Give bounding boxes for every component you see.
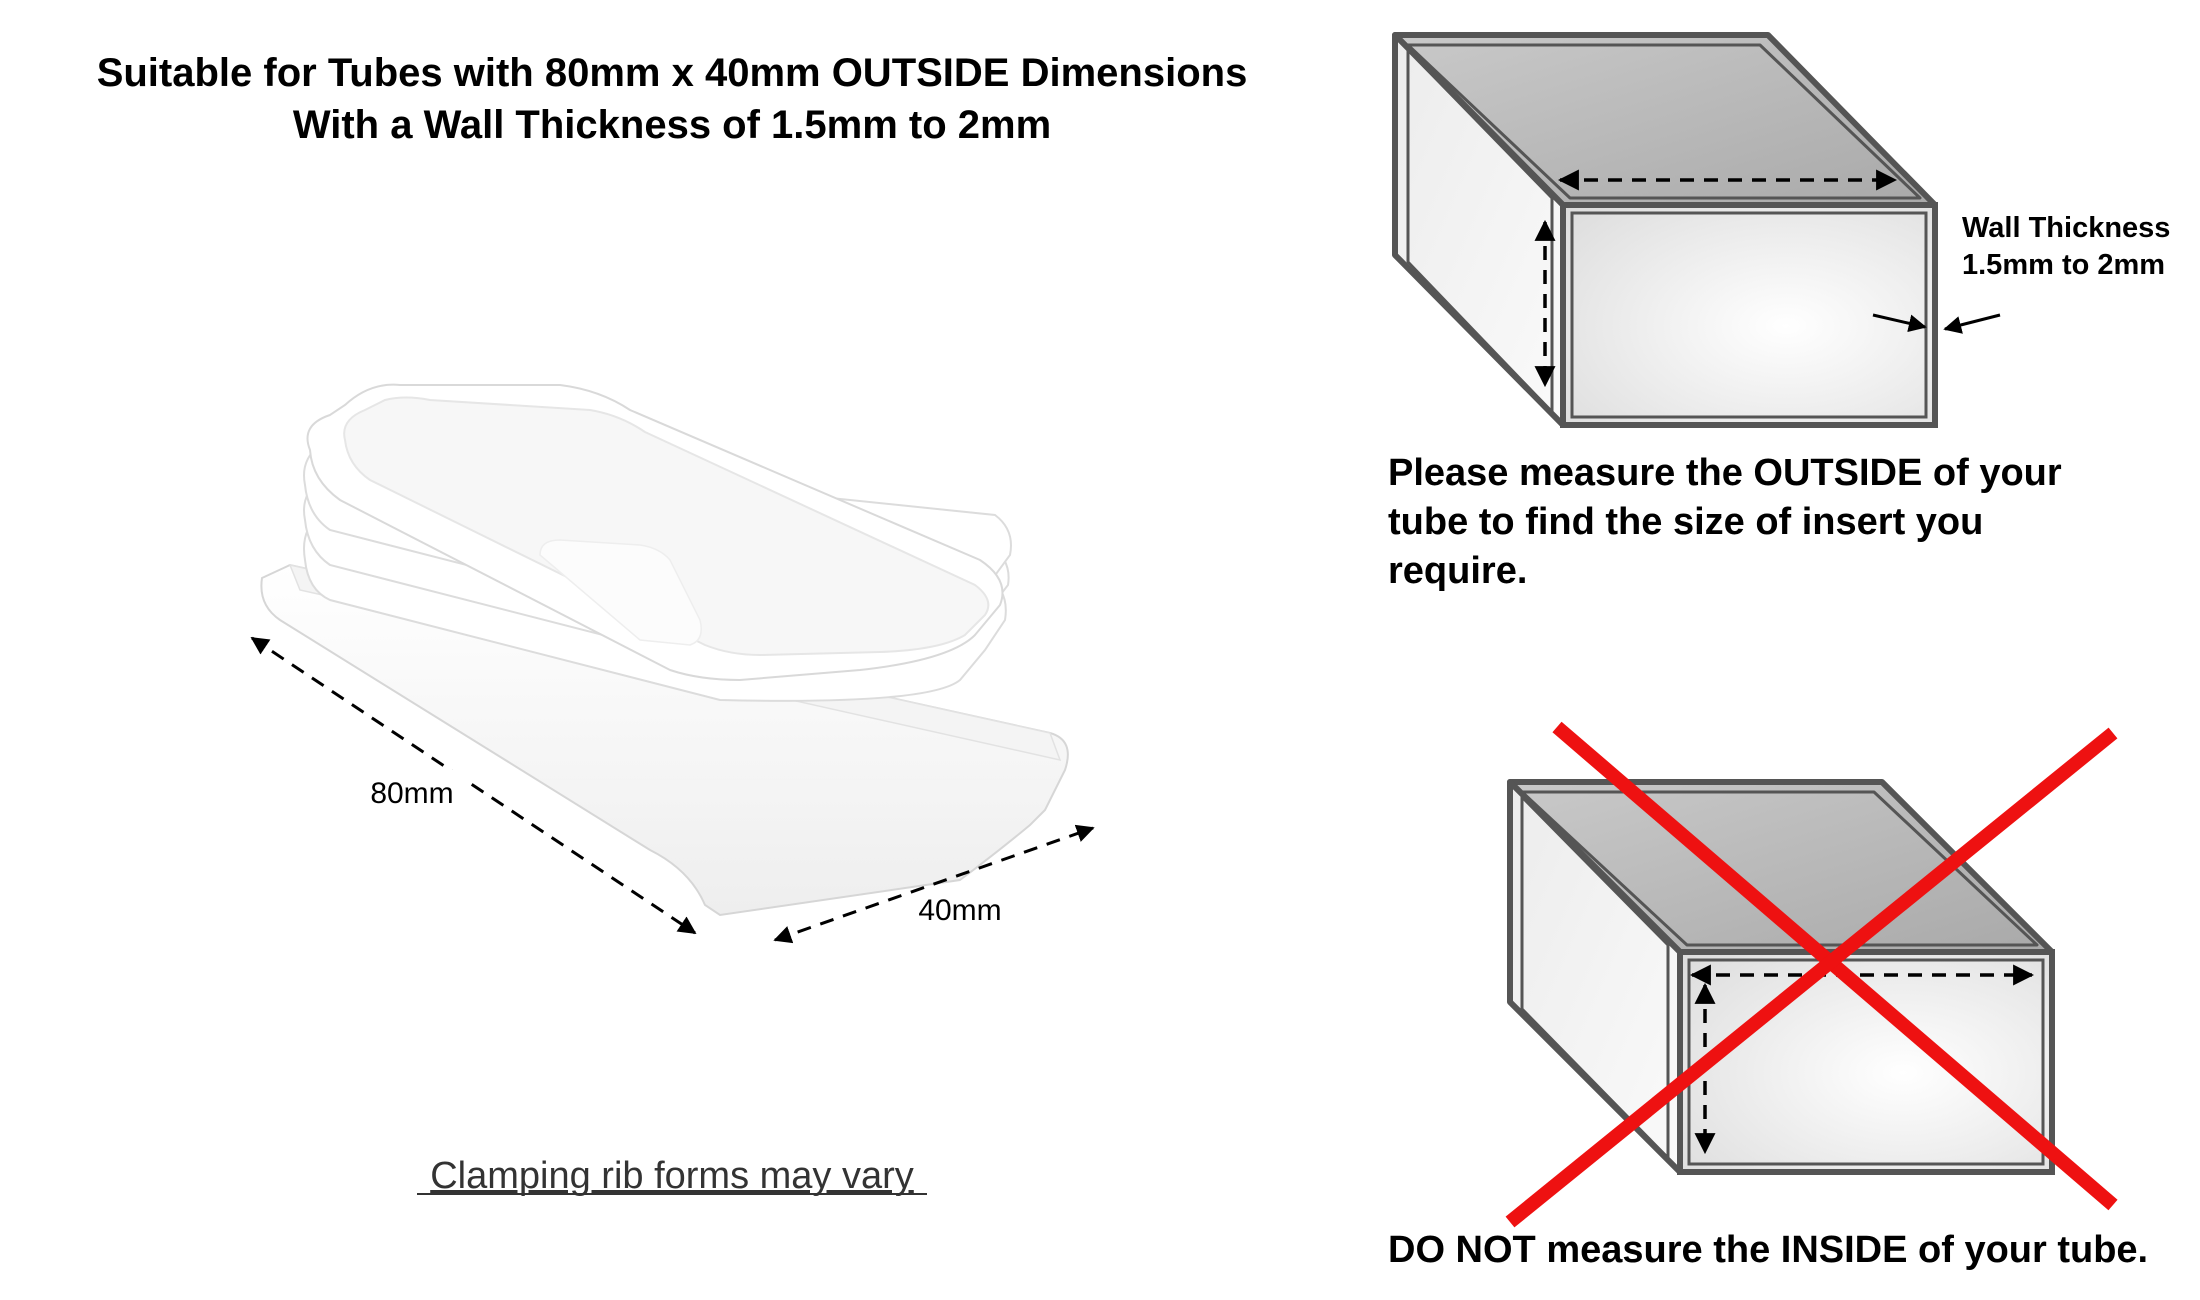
length-label: 80mm	[370, 777, 453, 810]
inside-measurement-tube-diagram	[1507, 779, 2055, 1175]
length-dimension-arrow	[250, 636, 697, 935]
width-dimension-arrow	[773, 824, 1095, 944]
wall-thickness-value: 1.5mm to 2mm	[1962, 249, 2165, 281]
outside-measurement-tube-diagram	[1392, 32, 1938, 428]
red-cross-icon	[1505, 721, 2118, 1228]
wall-thickness-arrow-left	[1872, 313, 1927, 333]
header-line-1: Suitable for Tubes with 80mm x 40mm OUTS…	[97, 51, 1248, 95]
instruction-line-3: require.	[1388, 550, 1527, 592]
end-cap-insert-image	[260, 383, 1069, 917]
warning-text: DO NOT measure the INSIDE of your tube.	[1388, 1229, 2148, 1271]
instruction-line-2: tube to find the size of insert you	[1388, 501, 1983, 543]
product-note: Clamping rib forms may vary	[430, 1155, 914, 1197]
wall-thickness-label: Wall Thickness	[1962, 212, 2170, 244]
width-label: 40mm	[918, 894, 1001, 927]
wall-thickness-arrow-right	[1943, 313, 2001, 334]
header-line-2: With a Wall Thickness of 1.5mm to 2mm	[293, 103, 1051, 147]
instruction-line-1: Please measure the OUTSIDE of your	[1388, 452, 2062, 494]
